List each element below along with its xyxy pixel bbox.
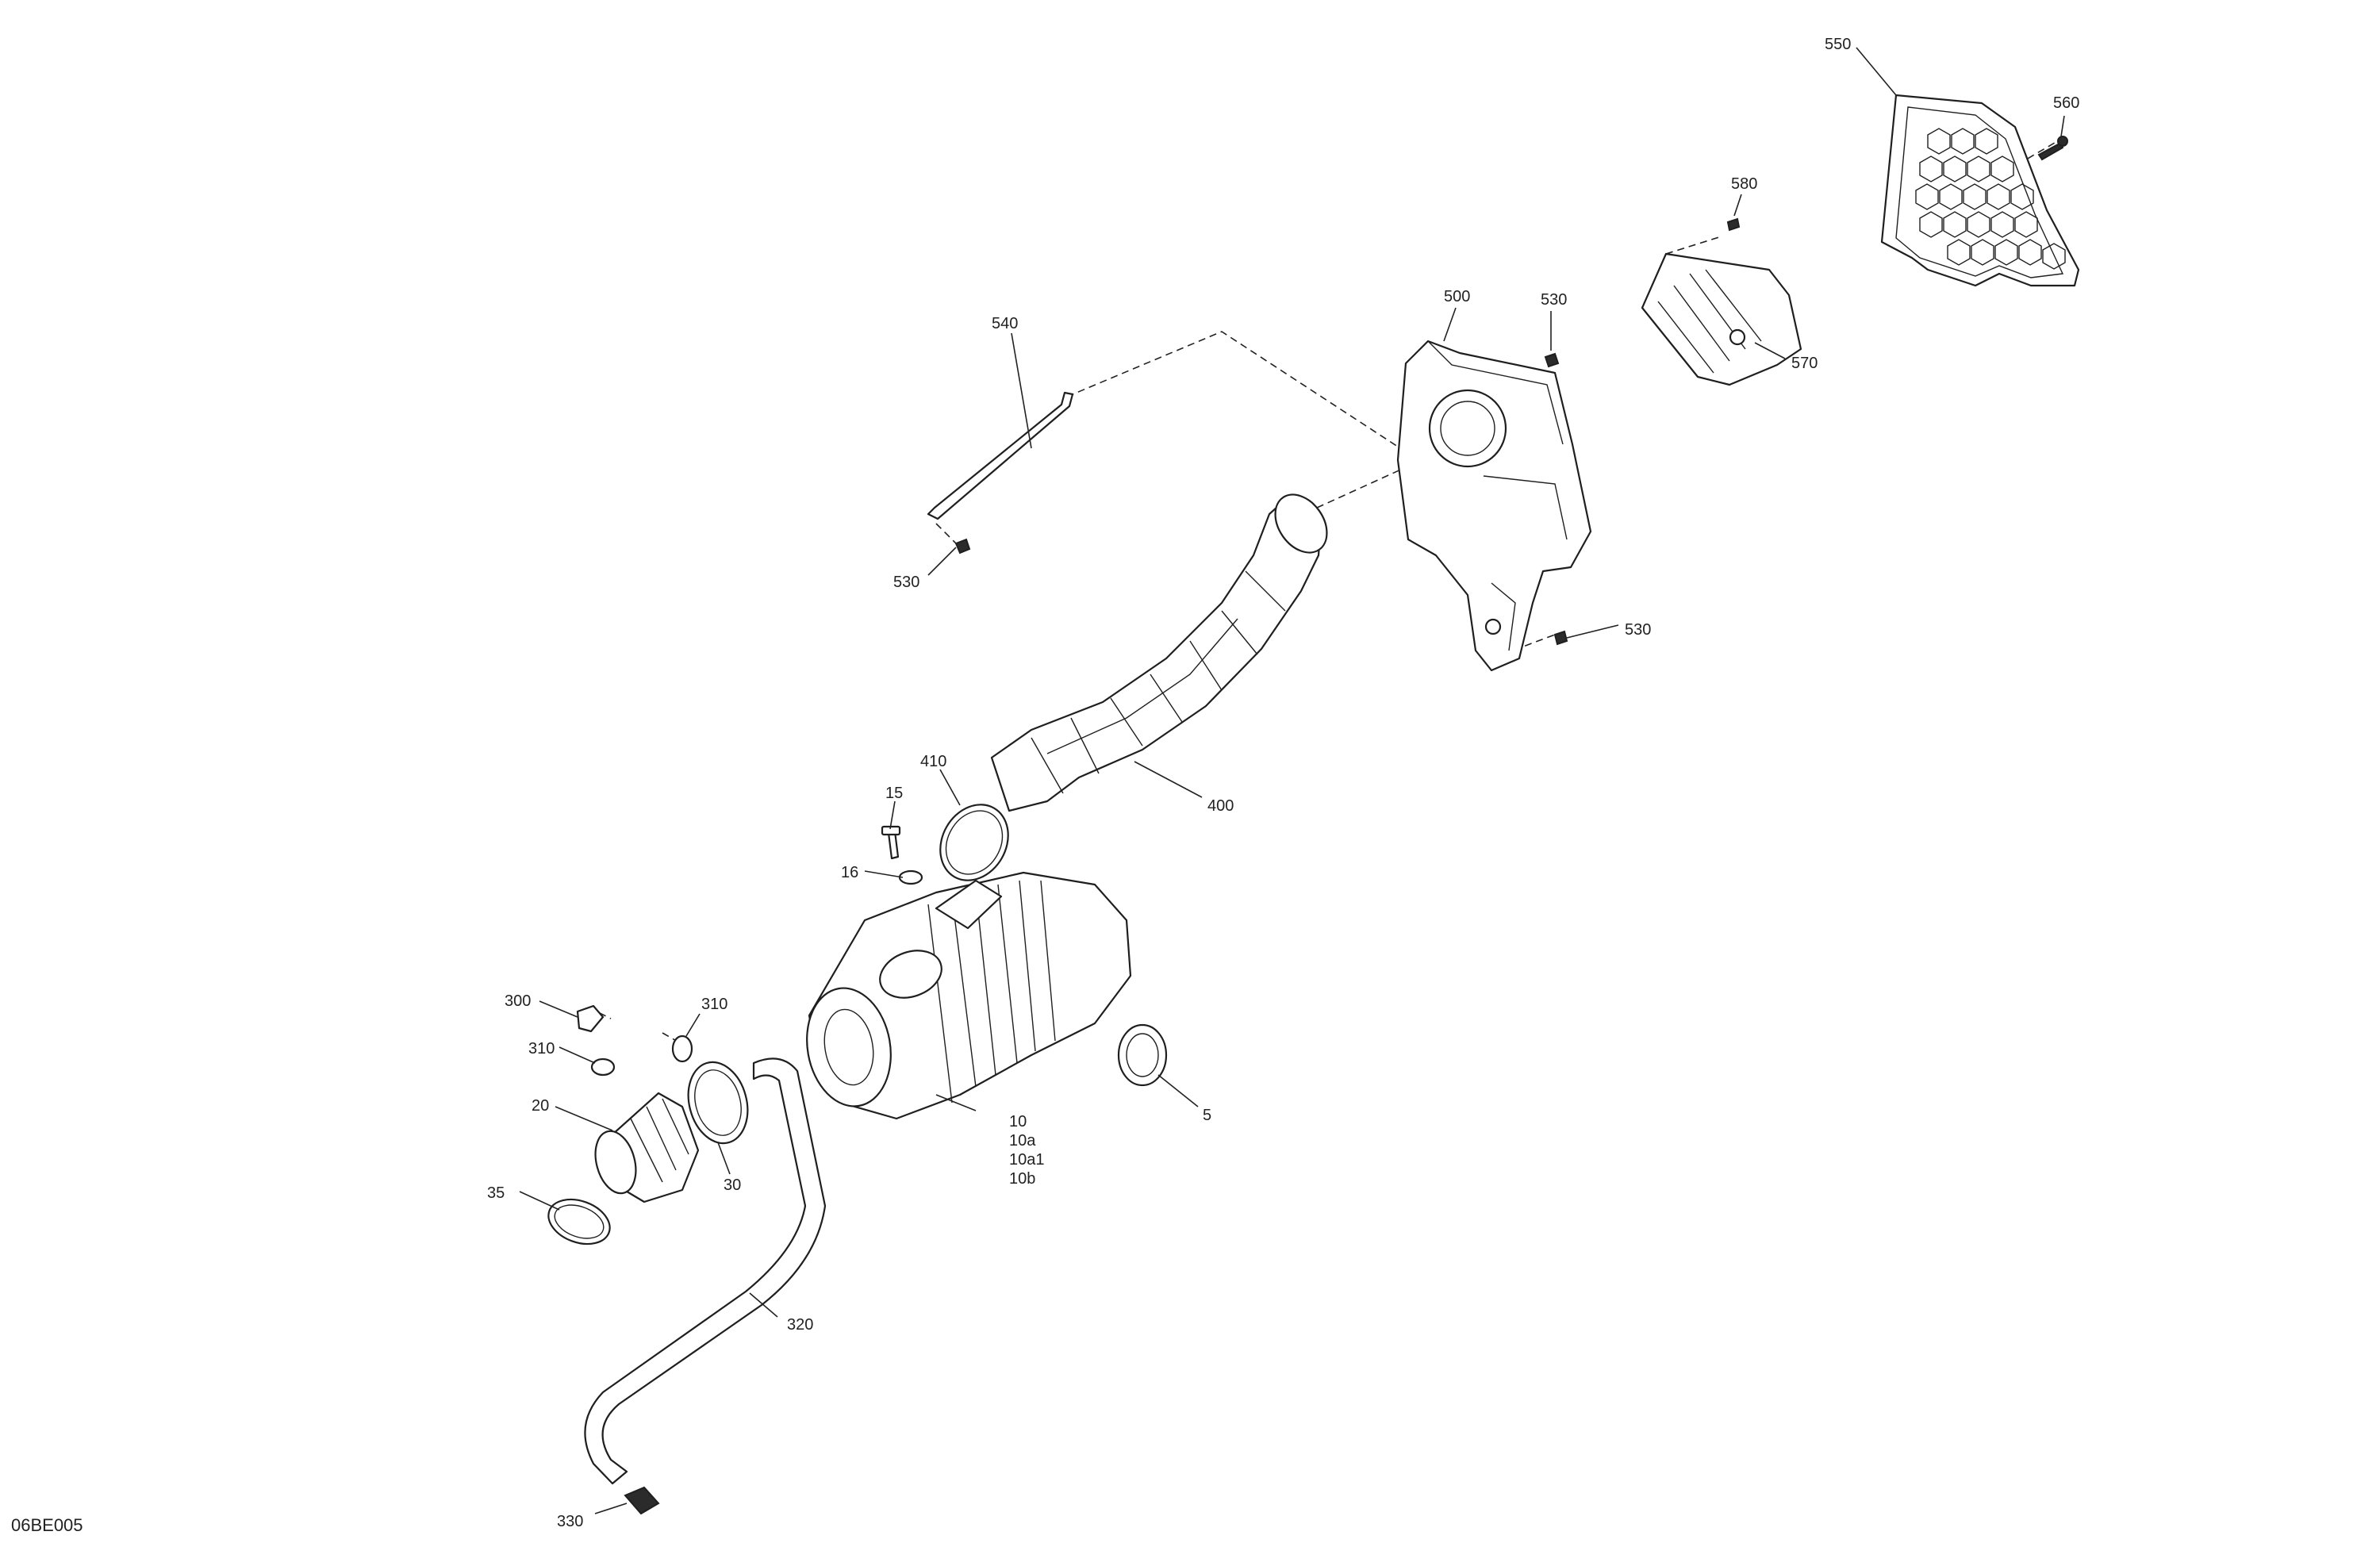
callout-530-top: 530: [1541, 291, 1567, 309]
callout-10: 10: [1009, 1113, 1027, 1130]
part-20-adapter: [594, 1092, 700, 1203]
callout-560: 560: [2053, 94, 2079, 112]
callout-30: 30: [724, 1176, 741, 1194]
callout-310-lower: 310: [528, 1040, 555, 1057]
assembly-lines: [588, 142, 2056, 1050]
leader-lines: [519, 47, 2065, 1514]
part-540-support-rod: [927, 391, 1074, 520]
callout-10a1: 10a1: [1009, 1151, 1045, 1169]
part-410-clamp: [939, 804, 1009, 881]
part-10-air-filter-canister: [806, 871, 1132, 1120]
callout-labels: 550 560 580 500 530 570 540 530 530 400 …: [487, 36, 2079, 1530]
part-330-clip: [624, 1486, 660, 1515]
part-500-air-box-housing: [1396, 340, 1592, 672]
part-15-screw: [881, 825, 901, 860]
callout-35: 35: [487, 1184, 505, 1202]
callout-20: 20: [532, 1097, 549, 1115]
callout-580: 580: [1731, 175, 1757, 193]
callout-310-upper: 310: [701, 996, 727, 1013]
callout-300: 300: [505, 992, 531, 1010]
part-400-intake-duct: [990, 493, 1328, 812]
part-570-cover: [1641, 252, 1802, 386]
part-310-clamp-b: [590, 1057, 616, 1077]
part-530-fastener-b: [1544, 352, 1560, 368]
callout-530-left: 530: [893, 574, 919, 591]
part-530-fastener-c: [1553, 630, 1568, 646]
part-560-screw: [2037, 136, 2068, 161]
callout-550: 550: [1825, 36, 1851, 53]
callout-15: 15: [885, 785, 903, 802]
callout-500: 500: [1444, 288, 1470, 305]
part-5-clamp: [1117, 1023, 1168, 1087]
callout-10a: 10a: [1009, 1132, 1036, 1150]
callout-410: 410: [920, 753, 946, 770]
drawing-code: 06BE005: [11, 1515, 83, 1535]
callout-16: 16: [841, 864, 858, 881]
callout-530-right: 530: [1625, 621, 1651, 639]
part-310-clamp-a: [671, 1034, 693, 1063]
part-580-screw: [1726, 217, 1741, 232]
part-35-clamp: [547, 1198, 611, 1246]
part-550-grille: [1880, 94, 2080, 287]
callout-570: 570: [1791, 355, 1818, 372]
callout-5: 5: [1203, 1107, 1211, 1124]
part-16-washer: [898, 869, 923, 885]
part-530-fastener-a: [954, 538, 971, 555]
callout-320: 320: [787, 1316, 813, 1334]
part-30-clamp: [687, 1061, 749, 1145]
callout-540: 540: [992, 315, 1018, 332]
callout-400: 400: [1207, 797, 1234, 815]
callout-10b: 10b: [1009, 1170, 1035, 1188]
callout-330: 330: [557, 1513, 583, 1530]
part-300-elbow-fitting: [576, 1004, 605, 1033]
part-320-drain-hose: [584, 1057, 827, 1485]
